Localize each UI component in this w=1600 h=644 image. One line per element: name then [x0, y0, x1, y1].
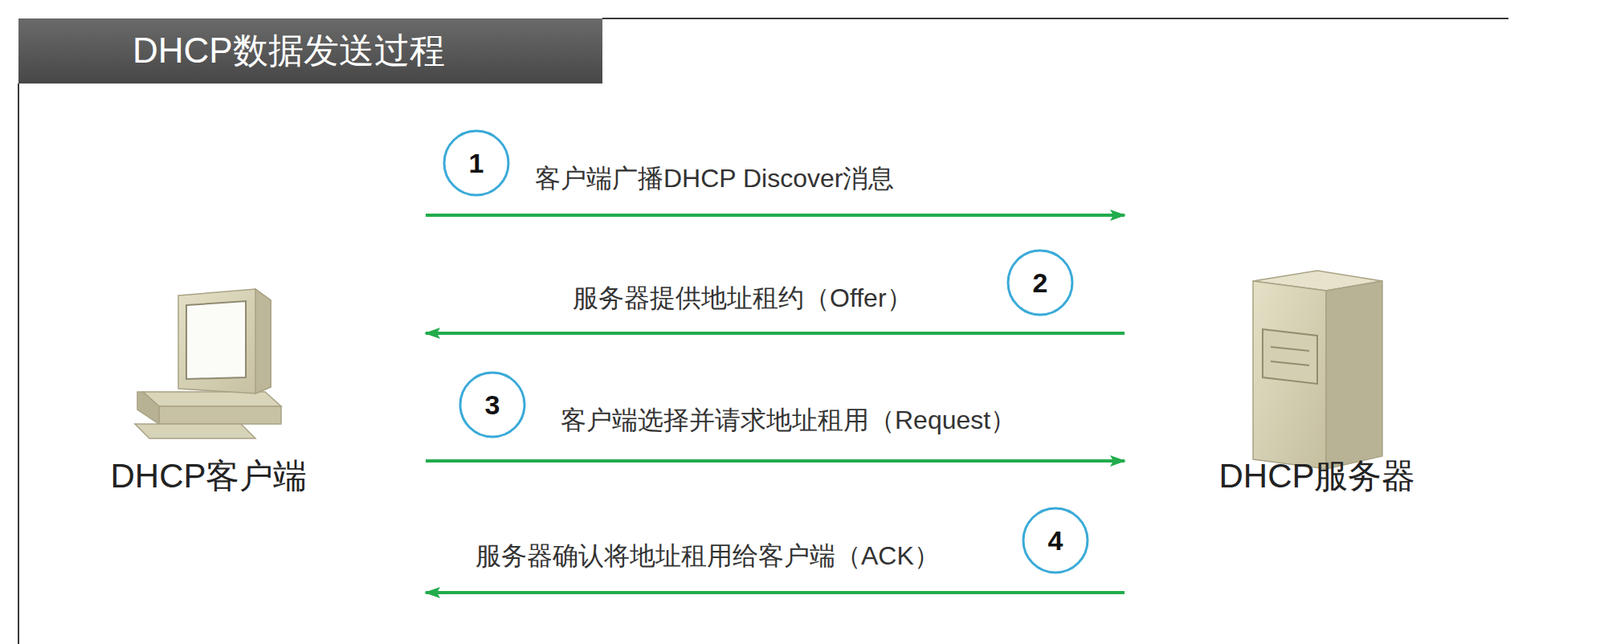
- callout-circle: [460, 372, 525, 437]
- callout-circle: [444, 130, 509, 196]
- desktop-case-side: [137, 391, 160, 425]
- message-label: 客户端选择并请求地址租用（Request）: [559, 404, 1018, 436]
- message-arrow: [425, 591, 1125, 595]
- network-host: DHCP客户端: [88, 144, 426, 627]
- frame-line: [602, 17, 1509, 20]
- server-side: [1326, 281, 1383, 470]
- diagram-title: DHCP数据发送过程: [132, 29, 445, 73]
- monitor-side: [255, 289, 271, 394]
- server-panel-line: [1270, 346, 1310, 352]
- server-front: [1253, 281, 1327, 470]
- desktop-case-top: [142, 391, 282, 407]
- message-label: 客户端广播DHCP Discover消息: [533, 163, 896, 194]
- monitor-body: [178, 289, 271, 394]
- server-icon: [1253, 270, 1383, 470]
- message-label: 服务器确认将地址租用给客户端（ACK）: [473, 540, 942, 572]
- keyboard: [134, 424, 256, 439]
- host-label: DHCP服务器: [1218, 456, 1416, 497]
- frame-line: [17, 83, 20, 644]
- callout-circle: [1023, 508, 1088, 573]
- server-panel: [1262, 329, 1318, 384]
- message-arrow: [425, 331, 1125, 335]
- callout-number: 1: [469, 146, 485, 180]
- title-bar: [18, 18, 603, 84]
- callout-number: 2: [1032, 266, 1049, 300]
- desktop-case-front: [159, 406, 282, 425]
- callout-circle: [1008, 250, 1073, 315]
- message-label: 服务器提供地址租约（Offer）: [571, 282, 915, 314]
- callout-number: 3: [485, 388, 501, 422]
- computer-icon: [134, 289, 282, 439]
- message-arrow: [425, 459, 1125, 463]
- network-host: DHCP服务器: [1124, 144, 1462, 627]
- callout-number: 4: [1048, 524, 1064, 558]
- server-panel-line: [1270, 361, 1310, 366]
- host-label: DHCP客户端: [110, 456, 307, 497]
- message-arrow: [425, 213, 1125, 217]
- monitor-screen: [186, 301, 246, 380]
